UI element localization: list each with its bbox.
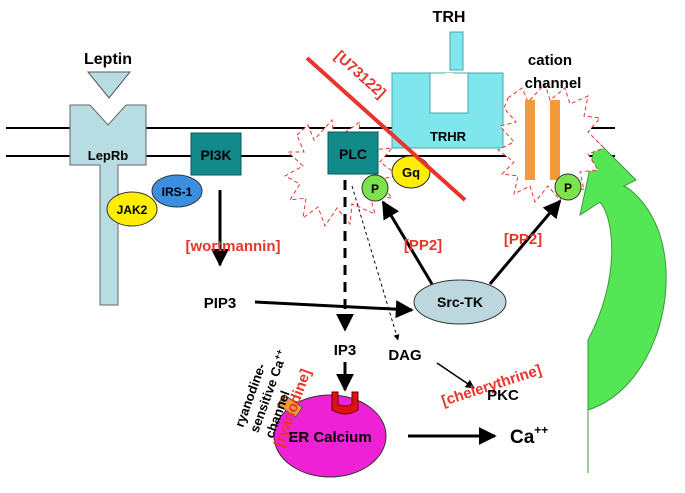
srctk-to-channel-phospho-arrow — [488, 199, 562, 285]
trhr-notch — [445, 73, 453, 111]
channel-phospho-label: P — [564, 181, 572, 195]
cation-channel-right-bar — [550, 100, 560, 180]
pp2-right-label: [PP2] — [504, 231, 542, 248]
trh-label: TRH — [433, 9, 466, 26]
er-calcium-node — [273, 394, 387, 478]
leprb-label: LepRb — [88, 148, 129, 163]
ryanodine-receptor — [276, 394, 304, 418]
u73122-label: [U73122] — [331, 47, 389, 101]
plc-phospho-label: P — [371, 182, 379, 196]
u73122-inhibition-line — [305, 56, 467, 202]
irs1-node — [151, 174, 203, 208]
wortmannin-label: [wortmannin] — [186, 238, 281, 255]
leptin-ligand — [86, 71, 132, 99]
ip3-label: IP3 — [334, 342, 357, 359]
trhr-label: TRHR — [430, 129, 467, 144]
channel-phospho-node — [554, 173, 582, 201]
trh-ligand — [449, 31, 464, 71]
gq-label: Gq — [402, 165, 420, 180]
dag-to-pkc-arrow — [436, 362, 475, 389]
gq-node — [391, 155, 431, 189]
ca-label: Ca++ — [510, 423, 548, 448]
plc-box — [327, 131, 379, 175]
plc-phospho-node — [361, 174, 389, 202]
cation-channel-label-2: channel — [525, 75, 582, 92]
plc-to-dag-arrow — [351, 185, 400, 341]
irs1-label: IRS-1 — [162, 185, 193, 199]
src-tk-label: Src-TK — [437, 294, 483, 310]
green-feedback-arrow — [579, 138, 667, 473]
src-tk-node — [413, 279, 507, 325]
plc-label: PLC — [339, 146, 367, 162]
leptin-label: Leptin — [84, 51, 132, 68]
srctk-to-plc-phospho-arrow — [381, 200, 434, 285]
pkc-label: PKC — [487, 387, 519, 404]
er-calcium-label: ER Calcium — [288, 429, 371, 446]
dag-label: DAG — [388, 347, 421, 364]
cation-channel-label-1: cation — [528, 52, 572, 69]
jak2-node — [106, 191, 158, 227]
pp2-left-label: [PP2] — [404, 237, 442, 254]
pi3k-label: PI3K — [200, 147, 231, 163]
jak2-label: JAK2 — [117, 203, 148, 217]
pi3k-box — [190, 132, 242, 176]
pip3-label: PIP3 — [204, 295, 237, 312]
ip3-receptor-cup — [331, 391, 359, 415]
cation-channel-left-bar — [525, 100, 535, 180]
ca-superscript: ++ — [534, 423, 548, 437]
pip3-to-srctk-arrow — [254, 300, 414, 319]
